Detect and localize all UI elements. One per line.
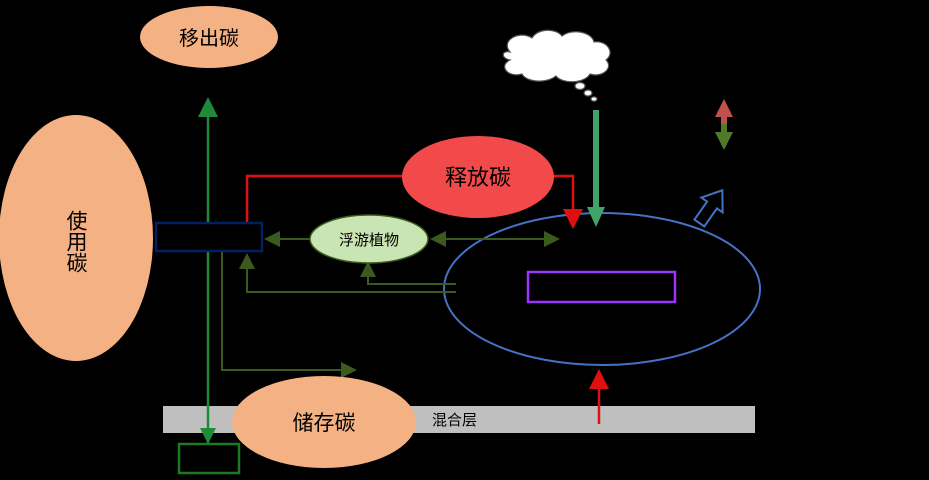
navy-box bbox=[154, 221, 264, 253]
release-carbon-node bbox=[402, 136, 554, 218]
mixed-layer-label: 混合层 bbox=[432, 411, 477, 429]
use-carbon-label: 使用碳 bbox=[64, 210, 88, 273]
use-carbon-node bbox=[0, 115, 153, 361]
outflow-hollow-arrow bbox=[693, 188, 724, 228]
release-line-right bbox=[546, 174, 583, 229]
ocean-to-plankton-path bbox=[360, 261, 456, 285]
ocean-ellipse bbox=[443, 212, 761, 366]
release-line-left bbox=[245, 174, 410, 222]
release-carbon-label: 释放碳 bbox=[445, 166, 511, 191]
ocean-to-navy-path bbox=[239, 253, 456, 293]
plankton-label: 浮游植物 bbox=[339, 231, 399, 249]
green-box bbox=[177, 442, 241, 475]
export-carbon-node bbox=[140, 6, 278, 68]
navy-to-storage-path bbox=[221, 252, 357, 378]
cloud-down-arrow-head bbox=[587, 207, 605, 227]
cloud-down-arrow-shaft bbox=[593, 110, 599, 210]
storage-carbon-node bbox=[232, 376, 416, 468]
export-carbon-label: 移出碳 bbox=[179, 26, 239, 50]
purple-box bbox=[526, 270, 677, 304]
storage-carbon-label: 储存碳 bbox=[293, 411, 356, 435]
cloud-icon bbox=[502, 29, 611, 102]
plankton-node bbox=[309, 214, 429, 264]
updown-arrow-icon bbox=[715, 99, 733, 150]
